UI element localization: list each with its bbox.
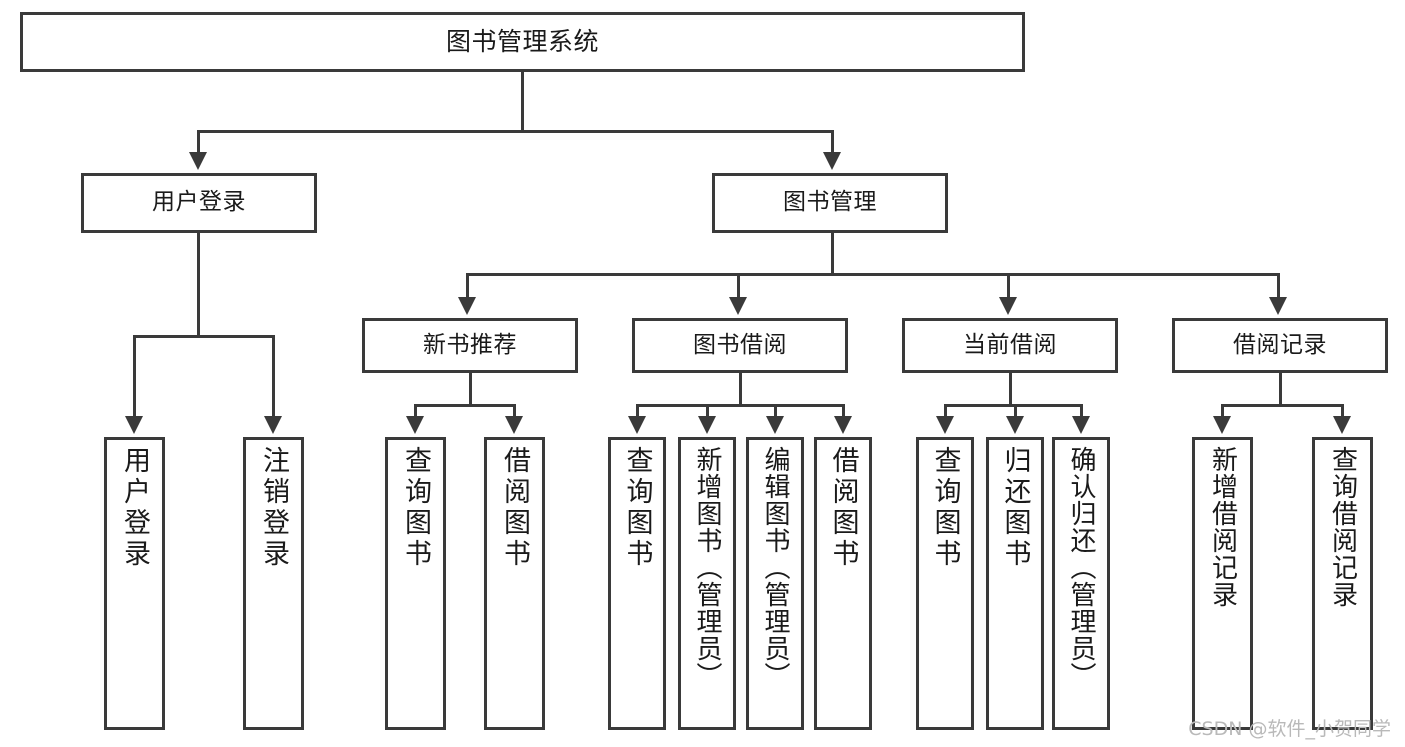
connector-current-borrow-to-leaf-3: [1080, 404, 1083, 417]
connector-current-borrow-to-leaf-1: [944, 404, 947, 417]
arrow-borrow-record-to-leaf-2: [1333, 416, 1351, 434]
connector-new-book-recommend-to-leaf-1: [414, 404, 417, 417]
connector-new-book-recommend-to-leaf-2: [513, 404, 516, 417]
node-borrow-record[interactable]: 借阅记录: [1172, 318, 1388, 373]
connector-book-manage-to-l3-2: [737, 273, 740, 298]
connector-user-login-stem: [197, 233, 200, 335]
connector-book-borrow-to-leaf-3: [774, 404, 777, 417]
node-leaf-add-book-label: 新增图书（管理员）: [692, 446, 722, 689]
arrow-new-book-recommend-to-leaf-2: [505, 416, 523, 434]
node-leaf-borrow-book-2[interactable]: 借阅图书: [814, 437, 872, 730]
connector-book-borrow-bus: [636, 404, 843, 407]
node-leaf-query-book-1[interactable]: 查询图书: [385, 437, 446, 730]
node-leaf-query-book-1-label: 查询图书: [400, 446, 431, 570]
node-leaf-user-logout-label: 注销登录: [258, 446, 289, 570]
arrow-root-to-user-login: [189, 152, 207, 170]
connector-user-login-bus: [133, 335, 272, 338]
node-new-book-recommend[interactable]: 新书推荐: [362, 318, 578, 373]
connector-user-login-to-leaf-2: [272, 335, 275, 417]
connector-book-manage-to-l3-4: [1277, 273, 1280, 298]
arrow-book-manage-to-l3-2: [729, 297, 747, 315]
connector-book-borrow-to-leaf-2: [706, 404, 709, 417]
node-borrow-record-label: 借阅记录: [1233, 331, 1327, 358]
connector-root-to-user-login: [197, 130, 200, 153]
arrow-book-manage-to-l3-4: [1269, 297, 1287, 315]
connector-root-to-book-manage: [831, 130, 834, 153]
node-leaf-query-book-2[interactable]: 查询图书: [608, 437, 666, 730]
node-user-login[interactable]: 用户登录: [81, 173, 317, 233]
node-leaf-confirm-return-label: 确认归还（管理员）: [1066, 446, 1096, 689]
connector-current-borrow-to-leaf-2: [1014, 404, 1017, 417]
node-leaf-add-book[interactable]: 新增图书（管理员）: [678, 437, 736, 730]
node-leaf-confirm-return[interactable]: 确认归还（管理员）: [1052, 437, 1110, 730]
node-leaf-edit-book[interactable]: 编辑图书（管理员）: [746, 437, 804, 730]
node-book-borrow[interactable]: 图书借阅: [632, 318, 848, 373]
connector-current-borrow-stem: [1009, 373, 1012, 406]
arrow-new-book-recommend-to-leaf-1: [406, 416, 424, 434]
connector-borrow-record-bus: [1221, 404, 1343, 407]
node-leaf-borrow-book-2-label: 借阅图书: [827, 446, 859, 570]
node-root-label: 图书管理系统: [445, 27, 599, 57]
arrow-book-manage-to-l3-3: [999, 297, 1017, 315]
node-leaf-add-record-label: 新增借阅记录: [1207, 446, 1238, 608]
node-leaf-add-record[interactable]: 新增借阅记录: [1192, 437, 1253, 730]
connector-new-book-recommend-bus: [414, 404, 516, 407]
arrow-book-borrow-to-leaf-2: [698, 416, 716, 434]
arrow-user-login-to-leaf-2: [264, 416, 282, 434]
node-leaf-borrow-book-1[interactable]: 借阅图书: [484, 437, 545, 730]
node-user-login-label: 用户登录: [152, 189, 246, 216]
node-book-manage[interactable]: 图书管理: [712, 173, 948, 233]
arrow-current-borrow-to-leaf-2: [1006, 416, 1024, 434]
node-leaf-query-book-3-label: 查询图书: [929, 446, 961, 570]
connector-book-borrow-stem: [739, 373, 742, 406]
node-leaf-edit-book-label: 编辑图书（管理员）: [760, 446, 790, 689]
node-leaf-user-login[interactable]: 用户登录: [104, 437, 165, 730]
connector-book-manage-stem: [831, 233, 834, 275]
node-current-borrow-label: 当前借阅: [963, 331, 1057, 358]
node-leaf-return-book-label: 归还图书: [999, 446, 1031, 570]
connector-borrow-record-to-leaf-2: [1341, 404, 1344, 417]
arrow-book-manage-to-l3-1: [458, 297, 476, 315]
node-leaf-query-record[interactable]: 查询借阅记录: [1312, 437, 1373, 730]
connector-book-borrow-to-leaf-1: [636, 404, 639, 417]
connector-new-book-recommend-stem: [469, 373, 472, 406]
node-current-borrow[interactable]: 当前借阅: [902, 318, 1118, 373]
node-leaf-query-book-2-label: 查询图书: [621, 446, 653, 570]
connector-book-manage-to-l3-3: [1007, 273, 1010, 298]
connector-current-borrow-bus: [944, 404, 1081, 407]
connector-root-bus: [197, 130, 834, 133]
arrow-user-login-to-leaf-1: [125, 416, 143, 434]
connector-book-borrow-to-leaf-4: [842, 404, 845, 417]
node-leaf-user-login-label: 用户登录: [119, 446, 150, 570]
arrow-book-borrow-to-leaf-4: [834, 416, 852, 434]
arrow-book-borrow-to-leaf-1: [628, 416, 646, 434]
connector-book-manage-to-l3-1: [466, 273, 469, 298]
arrow-book-borrow-to-leaf-3: [766, 416, 784, 434]
arrow-current-borrow-to-leaf-1: [936, 416, 954, 434]
node-leaf-borrow-book-1-label: 借阅图书: [499, 446, 530, 570]
connector-user-login-to-leaf-1: [133, 335, 136, 417]
node-leaf-query-book-3[interactable]: 查询图书: [916, 437, 974, 730]
node-leaf-query-record-label: 查询借阅记录: [1327, 446, 1358, 608]
arrow-borrow-record-to-leaf-1: [1213, 416, 1231, 434]
node-leaf-user-logout[interactable]: 注销登录: [243, 437, 304, 730]
node-root[interactable]: 图书管理系统: [20, 12, 1025, 72]
node-new-book-recommend-label: 新书推荐: [423, 331, 517, 358]
node-book-borrow-label: 图书借阅: [693, 331, 787, 358]
connector-root-stem: [521, 72, 524, 130]
watermark: CSDN @软件_小贺同学: [1188, 718, 1391, 740]
connector-borrow-record-stem: [1279, 373, 1282, 406]
node-leaf-return-book[interactable]: 归还图书: [986, 437, 1044, 730]
arrow-root-to-book-manage: [823, 152, 841, 170]
node-book-manage-label: 图书管理: [783, 189, 877, 216]
arrow-current-borrow-to-leaf-3: [1072, 416, 1090, 434]
connector-borrow-record-to-leaf-1: [1221, 404, 1224, 417]
connector-book-manage-bus: [466, 273, 1280, 276]
